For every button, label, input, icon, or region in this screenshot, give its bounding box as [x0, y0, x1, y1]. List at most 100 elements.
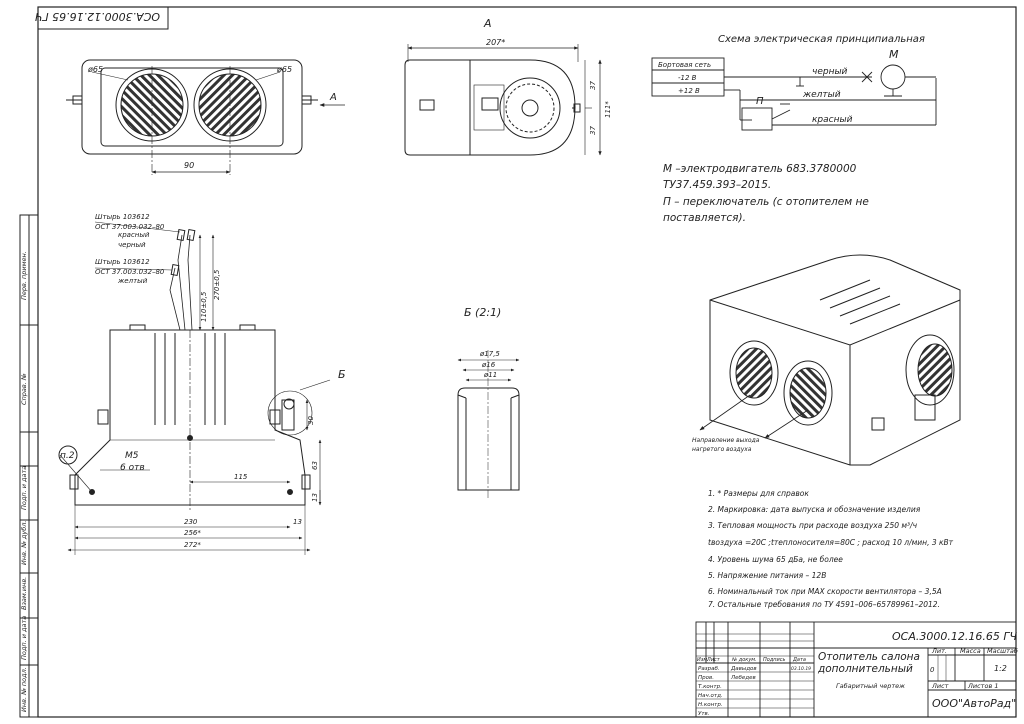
legend-line-3: П – переключатель (с отопителем не — [663, 196, 869, 208]
wire-red: красный — [812, 115, 853, 125]
note-1: 1. * Размеры для справок — [708, 489, 809, 498]
front-view — [58, 221, 331, 555]
legend: М –электродвигатель 683.3780000 ТУ37.459… — [663, 163, 869, 224]
legend-line-4: поставляется). — [663, 212, 746, 224]
tb-h-date: Дата — [792, 657, 806, 663]
net-minus12: -12 В — [678, 74, 697, 82]
arrow-a-label: А — [329, 92, 337, 103]
wire-black-label: черный — [118, 241, 146, 249]
tb-sheet: Лист — [931, 682, 949, 690]
tb-tkontr: Т.контр. — [698, 684, 722, 690]
detail-d16: ø16 — [481, 361, 496, 369]
side-dim-37a: 37 — [589, 81, 597, 90]
label-m5: М5 — [125, 451, 139, 461]
detail-d175: ø17,5 — [479, 350, 500, 358]
strip-label-4: Инв. № дубл. — [20, 521, 28, 565]
sheet-frame — [19, 6, 1017, 718]
tb-name-1: Отопитель салона — [818, 651, 920, 663]
top-stamp: ОСА.3000.12.16.65 ГЧ — [35, 6, 169, 30]
wire-ost2: ОСТ 37.003.032–80 — [95, 268, 165, 276]
tb-prov-name: Лебедев — [730, 675, 756, 681]
dim-30: 30 — [307, 416, 315, 425]
side-dim-37b: 37 — [589, 126, 597, 135]
label-holes: 6 отв — [120, 463, 145, 473]
callout-b: Б — [338, 368, 346, 381]
dim-272: 272* — [184, 541, 201, 549]
tb-subtitle: Габаритный чертеж — [836, 682, 905, 690]
tb-h-doc: № докум. — [731, 657, 757, 663]
dim-13b: 13 — [311, 493, 319, 502]
wire-red-label: красный — [118, 231, 150, 239]
iso-caption-2: нагретого воздуха — [692, 446, 752, 453]
dim-115: 115 — [234, 473, 248, 481]
tb-h-mass: Масса — [960, 647, 981, 655]
strip-label-6: Подп. и дата — [20, 616, 28, 660]
switch-label: П — [756, 96, 764, 107]
view-a-label: А — [483, 17, 492, 30]
top-stamp-code: ОСА.3000.12.16.65 ГЧ — [35, 10, 160, 23]
tb-h-izm: Изм. — [697, 657, 709, 663]
tb-h-scale: Масштаб — [987, 647, 1018, 655]
tb-nkontr: Н.контр. — [698, 702, 723, 708]
top-view-d-left: ø65 — [87, 65, 103, 74]
wire-black: черный — [812, 67, 848, 77]
note-3: 3. Тепловая мощность при расходе воздуха… — [708, 521, 918, 530]
tb-nach: Нач.отд. — [698, 693, 723, 699]
strip-label-1: Перв. примен. — [20, 251, 28, 300]
tb-h-list: Лист — [706, 657, 721, 663]
tb-razrab: Разраб. — [698, 666, 720, 672]
note-5: 5. Напряжение питания – 12В — [708, 571, 826, 580]
note-7: 7. Остальные требования по ТУ 4591–006–6… — [708, 600, 940, 609]
tb-h-podp: Подпись — [763, 657, 786, 663]
legend-line-1: М –электродвигатель 683.3780000 — [663, 163, 857, 175]
tb-prov: Пров. — [698, 675, 714, 681]
tb-sheets: Листов 1 — [967, 682, 998, 690]
motor-label: М — [889, 48, 899, 61]
side-dim-207: 207* — [486, 38, 505, 47]
tb-code: ОСА.3000.12.16.65 ГЧ — [892, 630, 1017, 643]
schematic-title: Схема электрическая принципиальная — [718, 34, 925, 45]
side-strip-labels: Перв. примен. Справ. № Подп. и дата Инв.… — [20, 251, 28, 712]
tb-date: 03.10.19 — [791, 666, 811, 672]
strip-label-5: Взам.инв. — [20, 577, 28, 610]
detail-b — [457, 350, 520, 500]
side-view — [404, 44, 602, 156]
tb-lit-val: 0 — [930, 666, 935, 674]
net-label: Бортовая сеть — [658, 61, 711, 69]
dim-63: 63 — [311, 461, 319, 470]
tb-razrab-name: Давыдов — [730, 666, 757, 672]
note-6: 6. Номинальный ток при MAX скорости вент… — [708, 587, 942, 596]
isometric-view — [699, 254, 961, 466]
detail-d11: ø11 — [483, 371, 497, 379]
tb-utv: Утв. — [698, 711, 710, 717]
title-block-text: ОСА.3000.12.16.65 ГЧ Отопитель салона до… — [697, 630, 1018, 717]
title-block — [695, 621, 1017, 718]
iso-caption-1: Направление выхода — [692, 437, 760, 444]
note-4: 4. Уровень шума 65 дБа, не более — [708, 555, 843, 564]
strip-label-2: Справ. № — [20, 373, 28, 405]
wire-pin1: Штырь 103612 — [95, 213, 150, 221]
dim-13a: 13 — [293, 518, 302, 526]
net-plus12: +12 В — [678, 87, 700, 95]
side-dim-111: 111* — [604, 101, 612, 118]
dim-270: 270±0,5 — [213, 269, 221, 300]
strip-label-7: Инв. № подл. — [20, 667, 28, 712]
tb-name-2: дополнительный — [817, 663, 913, 675]
wire-yellow: желтый — [802, 90, 841, 100]
wire-yellow-label: желтый — [117, 277, 148, 285]
label-p2: п.2 — [60, 451, 75, 461]
note-3b: tвоздуха =20С ;tтеплоносителя=80С ; расх… — [708, 538, 954, 547]
legend-line-2: ТУ37.459.393–2015. — [663, 179, 771, 191]
tb-h-lit: Лит. — [931, 647, 947, 655]
dim-110: 110±0,5 — [200, 291, 208, 322]
strip-label-3: Подп. и дата — [20, 466, 28, 510]
notes: 1. * Размеры для справок 2. Маркировка: … — [708, 489, 954, 609]
view-b-label: Б (2:1) — [464, 306, 501, 319]
dim-230: 230 — [184, 518, 198, 526]
note-2: 2. Маркировка: дата выпуска и обозначени… — [708, 505, 921, 514]
top-view-dim-90: 90 — [184, 161, 194, 170]
tb-company: ООО"АвтоРад" — [932, 697, 1016, 710]
dim-256: 256* — [184, 529, 201, 537]
schematic — [651, 57, 937, 131]
